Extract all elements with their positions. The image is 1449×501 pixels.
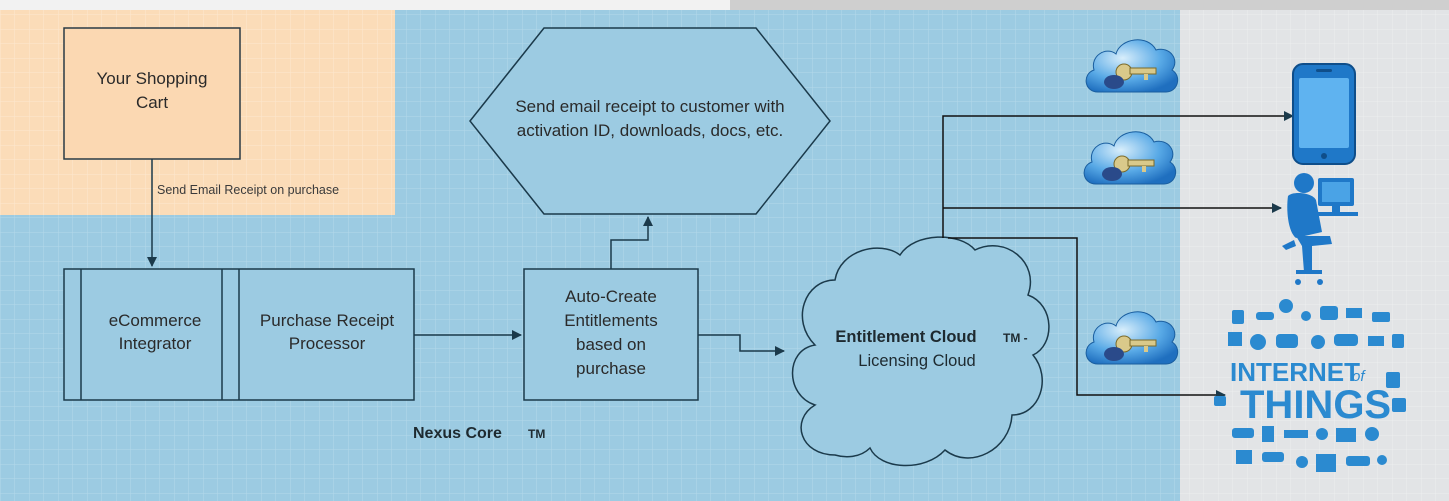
nexus-core-tm: TM xyxy=(528,427,545,441)
ecommerce-line1: eCommerce xyxy=(109,311,202,330)
ecommerce-line2: Integrator xyxy=(119,334,192,353)
top-photo-strip-right xyxy=(730,0,1449,10)
shopping-cart-line1: Your Shopping xyxy=(97,69,208,88)
email-hexagon-line1: Send email receipt to customer with xyxy=(515,97,784,116)
smartphone-icon xyxy=(1292,63,1356,165)
cloud-line1-tm: TM - xyxy=(1003,331,1028,345)
auto-create-node: Auto-Create Entitlements based on purcha… xyxy=(523,268,699,401)
cloud-line2: Licensing Cloud xyxy=(858,352,975,370)
entitlement-cloud-node: Entitlement Cloud TM - Licensing Cloud xyxy=(791,236,1050,467)
email-hexagon-line2: activation ID, downloads, docs, etc. xyxy=(517,121,783,140)
auto-create-line1: Auto-Create xyxy=(565,287,657,306)
iot-cluster-icon: INTERNET of THINGS xyxy=(1214,299,1406,472)
auto-create-line3: based on xyxy=(576,335,646,354)
send-receipt-label: Send Email Receipt on purchase xyxy=(157,183,339,197)
receipt-processor-line2: Processor xyxy=(289,334,366,353)
cloud-key-icon xyxy=(1083,131,1177,185)
cloud-key-icon xyxy=(1085,311,1179,365)
edge-autocreate-to-email xyxy=(610,216,653,269)
edge-autocreate-to-cloud xyxy=(698,334,785,356)
top-photo-strip xyxy=(0,0,1449,10)
auto-create-line4: purchase xyxy=(576,359,646,378)
shopping-cart-node: Your Shopping Cart xyxy=(63,27,241,160)
iot-line1: INTERNET xyxy=(1230,357,1360,387)
edge-cloud-to-iot xyxy=(948,237,1226,400)
edge-cloud-to-phone xyxy=(942,111,1294,238)
nexus-core-label: Nexus Core xyxy=(413,425,502,442)
iot-line2: THINGS xyxy=(1240,383,1391,427)
cloud-line1: Entitlement Cloud xyxy=(835,328,976,346)
ecommerce-integrator-node: eCommerce Integrator Purchase Receipt Pr… xyxy=(63,268,415,401)
email-receipt-hexagon: Send email receipt to customer with acti… xyxy=(469,27,831,215)
shopping-cart-line2: Cart xyxy=(136,93,168,112)
receipt-processor-line1: Purchase Receipt xyxy=(260,311,394,330)
cloud-key-icon xyxy=(1085,39,1179,93)
auto-create-line2: Entitlements xyxy=(564,311,658,330)
iot-of: of xyxy=(1352,368,1366,385)
person-at-computer-icon xyxy=(1282,173,1358,285)
